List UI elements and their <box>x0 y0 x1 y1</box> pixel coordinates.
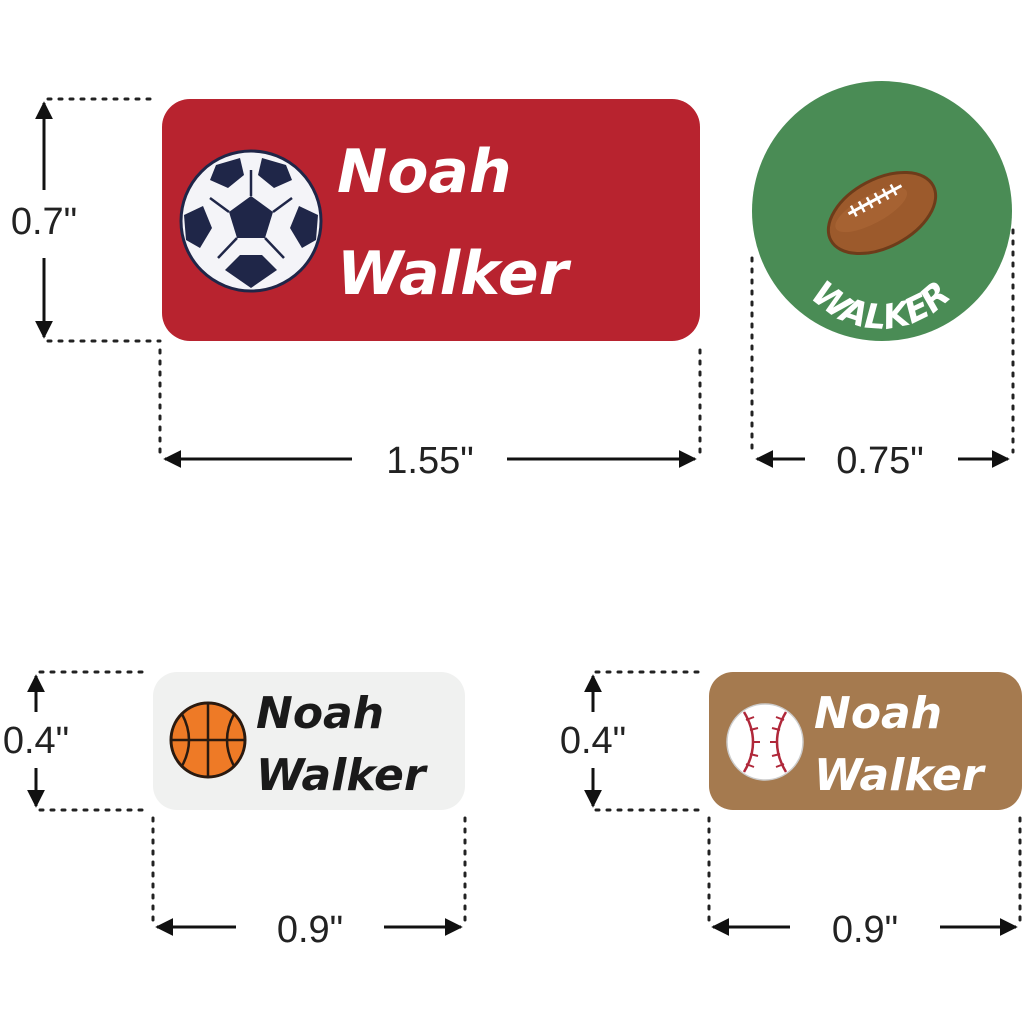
dimension-circle-width: 0.75" <box>750 228 1015 482</box>
label-small-white-last-name: Walker <box>256 750 428 801</box>
soccer-ball-icon <box>179 149 323 293</box>
dimension-circle-width-label: 0.75" <box>836 440 923 482</box>
football-icon <box>826 170 938 256</box>
baseball-icon <box>726 703 804 781</box>
dimension-large-width: 1.55" <box>158 348 702 482</box>
dimension-large-height: 0.7" <box>11 97 162 343</box>
label-small-brown-last-name: Walker <box>814 750 986 801</box>
dimension-small-white-height-label: 0.4" <box>3 720 69 762</box>
label-small-white-first-name: Noah <box>256 688 384 739</box>
dimension-small-brown-width-label: 0.9" <box>832 909 898 951</box>
label-small-brown: Noah Walker <box>709 672 1022 810</box>
dimension-small-white-width-label: 0.9" <box>277 909 343 951</box>
label-large-first-name: Noah <box>337 137 512 207</box>
label-small-white: Noah Walker <box>153 672 465 810</box>
dimension-small-white-width: 0.9" <box>151 816 467 951</box>
dimension-large-width-label: 1.55" <box>386 440 473 482</box>
dimension-small-brown-height: 0.4" <box>560 670 708 812</box>
label-small-brown-background <box>709 672 1022 810</box>
label-large-rect-background <box>162 99 700 341</box>
dimension-small-white-height: 0.4" <box>3 670 152 812</box>
label-large-rect: Noah Walker <box>162 99 700 341</box>
dimension-large-height-label: 0.7" <box>11 201 77 243</box>
dimension-small-brown-height-label: 0.4" <box>560 720 626 762</box>
dimension-small-brown-width: 0.9" <box>707 816 1022 951</box>
label-small-brown-first-name: Noah <box>814 688 942 739</box>
basketball-icon <box>169 701 247 779</box>
label-small-white-background <box>153 672 465 810</box>
label-circle: NOAH WALKER <box>752 39 1012 341</box>
label-large-last-name: Walker <box>337 239 572 309</box>
